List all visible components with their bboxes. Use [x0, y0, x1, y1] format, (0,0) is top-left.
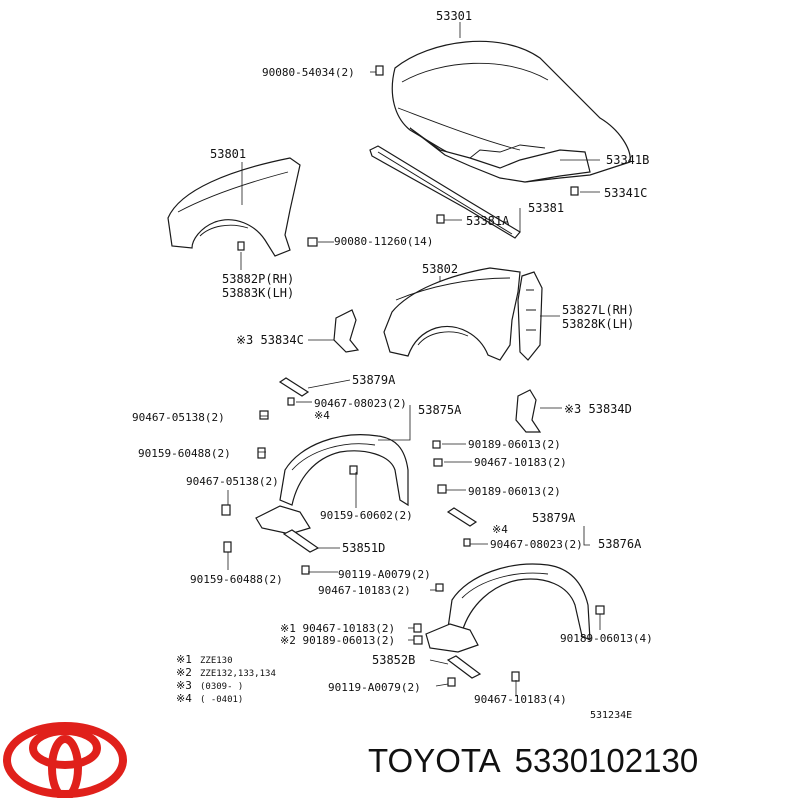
shield-53879a-lower[interactable] [446, 507, 478, 527]
callout-53879a-upper: 53879A [352, 373, 396, 387]
note-text-3: (0309- ) [200, 682, 243, 692]
note-mark-4: ※4 [176, 692, 192, 705]
note-mark-3: ※3 [176, 679, 192, 692]
note-text-4: ( -0401) [200, 695, 243, 705]
callout-90467-08023-b: 90467-08023(2) [490, 538, 583, 551]
toyota-logo [3, 722, 127, 798]
callout-90119-a0079-a: 90119-A0079(2) [338, 568, 431, 581]
callout-90189-06013-d: 90189-06013(4) [560, 632, 653, 645]
callout-53827l: 53827L(RH) [562, 303, 634, 317]
note-mark-2: ※2 [176, 666, 192, 679]
hood-part[interactable] [391, 40, 631, 183]
shield-53851d[interactable] [282, 529, 320, 553]
callout-90467-05138-b: 90467-05138(2) [186, 475, 279, 488]
bracket-right-part[interactable] [515, 389, 542, 433]
callout-53852b: 53852B [372, 653, 415, 667]
callout-53828k: 53828K(LH) [562, 317, 634, 331]
shield-53852b[interactable] [446, 655, 482, 679]
callout-53882p: 53882P(RH) [222, 272, 294, 286]
callout-90119-a0079-b: 90119-A0079(2) [328, 681, 421, 694]
fender-rear-part[interactable] [383, 267, 521, 361]
callout-90080-11260: 90080-11260(14) [334, 235, 433, 248]
callout-90467-05138-a: 90467-05138(2) [132, 411, 225, 424]
callout-90467-10183-c: ※1 90467-10183(2) [280, 622, 395, 635]
callout-53834c: ※3 53834C [236, 333, 304, 347]
callout-90159-60488-a: 90159-60488(2) [138, 447, 231, 460]
logo-rings [3, 722, 127, 798]
fender-front-part[interactable] [167, 157, 301, 257]
callout-90080-54034: 90080-54034(2) [262, 66, 355, 79]
callout-90467-10183-b: 90467-10183(2) [318, 584, 411, 597]
hood-seal-part[interactable] [369, 145, 521, 239]
note-text-1: ZZE130 [200, 656, 233, 666]
brand-footer: TOYOTA 5330102130 [368, 736, 788, 786]
callout-53834d: ※3 53834D [564, 402, 632, 416]
callout-53851d: 53851D [342, 541, 385, 555]
callout-53341c: 53341C [604, 186, 647, 200]
brand-name: TOYOTA [368, 742, 501, 779]
callout-90189-06013-c: ※2 90189-06013(2) [280, 634, 395, 647]
callout-labels: 53301 90080-54034(2) 53341B 53341C 53381… [132, 9, 653, 706]
note-mark-1: ※1 [176, 653, 192, 666]
fender-liner-right-part[interactable] [425, 563, 591, 653]
callout-90467-10183-a: 90467-10183(2) [474, 456, 567, 469]
callout-53381: 53381 [528, 201, 564, 215]
callout-53883k: 53883K(LH) [222, 286, 294, 300]
callout-note4-a: ※4 [314, 409, 330, 422]
callout-90189-06013-a: 90189-06013(2) [468, 438, 561, 451]
callout-90159-60488-b: 90159-60488(2) [190, 573, 283, 586]
shield-53879a-upper[interactable] [278, 377, 310, 397]
bracket-left-part[interactable] [333, 309, 360, 353]
part-number: 5330102130 [514, 742, 699, 779]
callout-90189-06013-b: 90189-06013(2) [468, 485, 561, 498]
callout-53879a-lower: 53879A [532, 511, 576, 525]
callout-53876a: 53876A [598, 537, 642, 551]
callout-53341b: 53341B [606, 153, 649, 167]
callout-53381a: 53381A [466, 214, 510, 228]
notes-legend: ※1 ZZE130 ※2 ZZE132,133,134 ※3 (0309- ) … [176, 653, 276, 705]
diagram-reference: 531234E [590, 710, 632, 721]
fender-liner-left-part[interactable] [255, 434, 409, 535]
callout-note4-b: ※4 [492, 523, 508, 536]
callout-90467-08023-a: 90467-08023(2) [314, 397, 407, 410]
callout-53301: 53301 [436, 9, 472, 23]
callout-53875a: 53875A [418, 403, 462, 417]
callout-53802: 53802 [422, 262, 458, 276]
leader-lines [227, 22, 601, 696]
callout-53801: 53801 [210, 147, 246, 161]
fender-seal-part[interactable] [517, 271, 543, 361]
callout-90467-10183-d: 90467-10183(4) [474, 693, 567, 706]
note-text-2: ZZE132,133,134 [200, 669, 276, 679]
callout-90159-60602: 90159-60602(2) [320, 509, 413, 522]
